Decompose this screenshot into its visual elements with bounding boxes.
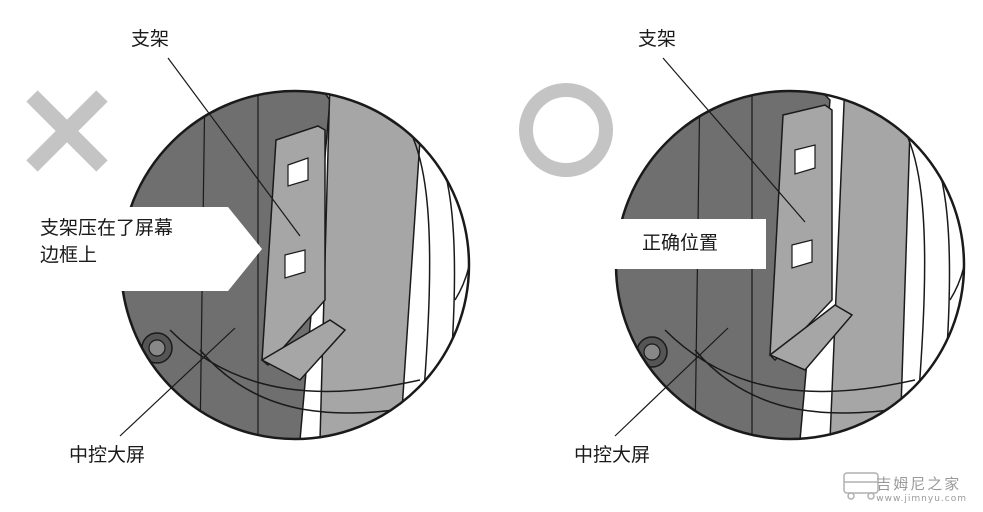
correct-mark-icon bbox=[519, 83, 613, 177]
car-logo-icon bbox=[843, 472, 879, 500]
right-callout-text: 正确位置 bbox=[642, 232, 719, 254]
watermark: 吉姆尼之家 www.jimnyu.com bbox=[876, 473, 967, 504]
left-callout-arrow bbox=[0, 207, 262, 291]
left-callout-line-2: 边框上 bbox=[40, 244, 98, 266]
left-callout-text: 支架压在了屏幕 边框上 bbox=[40, 215, 173, 269]
left-bracket-label: 支架 bbox=[131, 28, 170, 50]
left-screen-label: 中控大屏 bbox=[69, 444, 146, 466]
right-detail-view bbox=[614, 57, 966, 441]
watermark-url: www.jimnyu.com bbox=[876, 494, 967, 504]
right-callout-box bbox=[614, 219, 766, 269]
watermark-name: 吉姆尼之家 bbox=[876, 475, 962, 493]
right-bracket-label: 支架 bbox=[638, 28, 677, 50]
left-callout-line-1: 支架压在了屏幕 bbox=[40, 217, 174, 239]
incorrect-mark-icon bbox=[26, 90, 108, 172]
left-detail-view bbox=[119, 57, 471, 441]
right-screen-label: 中控大屏 bbox=[574, 444, 651, 466]
